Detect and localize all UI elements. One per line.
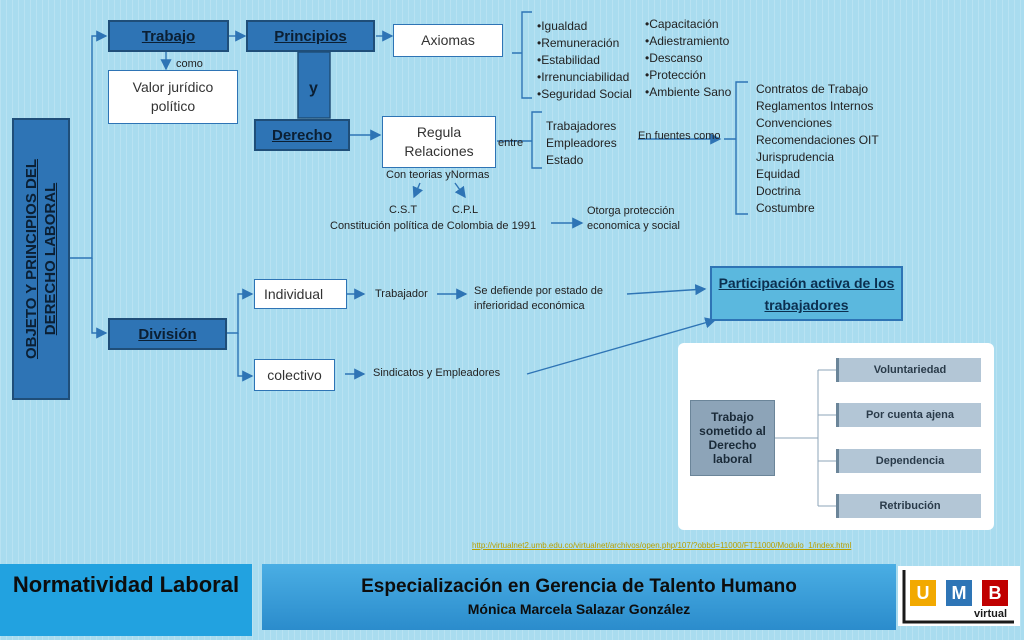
colectivo-label: colectivo [267,366,322,383]
derecho-box: Derecho [254,119,350,151]
con-teorias-label: Con teorias yNormas [386,169,490,181]
source-url-link[interactable]: http://virtualnet2.umb.edu.co/virtualnet… [472,541,852,550]
participacion-box: Participación activa de los trabajadores [710,266,903,321]
figure-main-label: Trabajo sometido al Derecho laboral [699,410,766,466]
cpl-label: C.P.L [452,204,479,216]
constitucion-label: Constitución política de Colombia de 199… [330,220,537,232]
list-item: Estado [546,153,584,167]
figure-option-box: Por cuenta ajena [836,403,981,427]
list-item: Recomendaciones OIT [756,133,879,147]
trabajo-sometido-figure: Trabajo sometido al Derecho laboral Volu… [678,343,994,530]
trabajador-label: Trabajador [375,288,428,300]
logo-letter-b: B [982,580,1008,606]
logo-letter-m: M [946,580,972,606]
cst-label: C.S.T [389,204,418,216]
main-topic-label: OBJETO Y PRINCIPIOS DEL DERECHO LABORAL [23,158,59,360]
como-label: como [176,58,203,70]
figure-option-label: Por cuenta ajena [865,409,955,421]
figure-option-box: Dependencia [836,449,981,473]
entre-label: entre [498,137,524,149]
list-item: •Remuneración [537,36,620,50]
figure-option-box: Retribución [836,494,981,518]
list-item: •Descanso [645,51,703,65]
derecho-label: Derecho [271,126,333,144]
valor-juridico-box: Valor jurídico político [108,70,238,124]
list-item: Trabajadores [546,119,617,133]
principios-list-b: •Capacitación •Adiestramiento •Descanso … [645,16,731,101]
trabajo-label: Trabajo [141,27,196,45]
figure-option-box: Voluntariedad [836,358,981,382]
list-item: •Protección [645,68,706,82]
otorga-label: Otorga protección economica y social [587,205,680,232]
trabajo-box: Trabajo [108,20,229,52]
umb-logo: U M B virtual [898,566,1020,626]
list-item: Jurisprudencia [756,150,835,164]
figure-option-label: Dependencia [875,455,945,467]
valor-juridico-label: Valor jurídico político [132,79,214,114]
en-fuentes-label: En fuentes como [638,130,721,142]
list-item: •Capacitación [645,17,719,31]
list-item: Convenciones [756,116,833,130]
y-connector-label: y [309,80,318,97]
division-label: División [138,325,197,343]
footer-banner: Especialización en Gerencia de Talento H… [262,564,896,630]
principios-box: Principios [246,20,375,52]
list-item: Costumbre [756,201,815,215]
participacion-label: Participación activa de los trabajadores [718,275,895,313]
list-item: •Adiestramiento [645,34,730,48]
division-box: División [108,318,227,350]
footer-author: Mónica Marcela Salazar González [467,601,691,617]
axiomas-label: Axiomas [421,32,475,49]
list-item: •Igualdad [537,19,588,33]
list-item: •Ambiente Sano [645,85,732,99]
logo-letter-u: U [910,580,936,606]
main-topic-box: OBJETO Y PRINCIPIOS DEL DERECHO LABORAL [12,118,70,400]
sindicatos-label: Sindicatos y Empleadores [373,367,501,379]
footer-title: Especialización en Gerencia de Talento H… [361,576,797,597]
list-item: •Irrenunciabilidad [537,70,630,84]
axiomas-box: Axiomas [393,24,503,57]
se-defiende-label: Se defiende por estado de inferioridad e… [474,285,604,312]
regula-relaciones-label: Regula Relaciones [404,124,474,159]
figure-option-label: Retribución [879,500,941,512]
figure-option-label: Voluntariedad [873,364,947,376]
actores-list: Trabajadores Empleadores Estado [546,118,617,169]
fuentes-list: Contratos de Trabajo Reglamentos Interno… [756,81,879,217]
list-item: •Seguridad Social [537,87,632,101]
principios-label: Principios [274,27,347,45]
regula-relaciones-box: Regula Relaciones [382,116,496,168]
figure-main-box: Trabajo sometido al Derecho laboral [690,400,775,476]
logo-sub-label: virtual [974,608,1008,620]
individual-box: Individual [254,279,347,309]
list-item: Empleadores [546,136,617,150]
footer-left-label: Normatividad Laboral [12,572,240,597]
list-item: Contratos de Trabajo [756,82,869,96]
list-item: •Estabilidad [537,53,600,67]
list-item: Reglamentos Internos [756,99,874,113]
figure-connectors [775,369,836,507]
individual-label: Individual [264,285,324,302]
principios-list-a: •Igualdad •Remuneración •Estabilidad •Ir… [537,18,632,103]
logo-frame-icon [902,570,1014,624]
colectivo-box: colectivo [254,359,335,391]
footer-left-title: Normatividad Laboral [0,564,252,636]
list-item: Equidad [756,167,801,181]
list-item: Doctrina [756,184,801,198]
